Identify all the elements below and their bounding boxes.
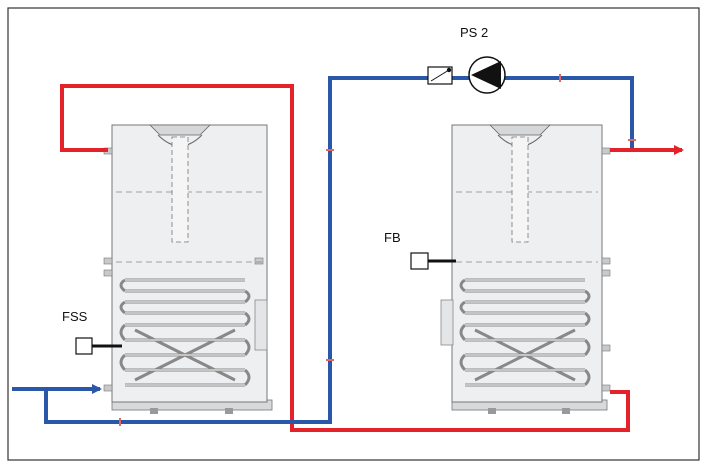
storage-tank-right [440, 124, 611, 414]
storage-tank-left [103, 124, 273, 414]
hot-pipe-circuit [60, 84, 630, 432]
sensor-label-fb: FB [384, 230, 401, 245]
temperature-sensor-icon [410, 252, 456, 270]
check-valve-icon [427, 66, 453, 85]
pump-label: PS 2 [460, 25, 488, 40]
cold-pipe-circuit [44, 76, 634, 424]
sensor-label-fss: FSS [62, 309, 88, 324]
diagram-frame [7, 7, 700, 461]
pump-icon [468, 56, 506, 94]
temperature-sensor-icon [75, 337, 122, 355]
